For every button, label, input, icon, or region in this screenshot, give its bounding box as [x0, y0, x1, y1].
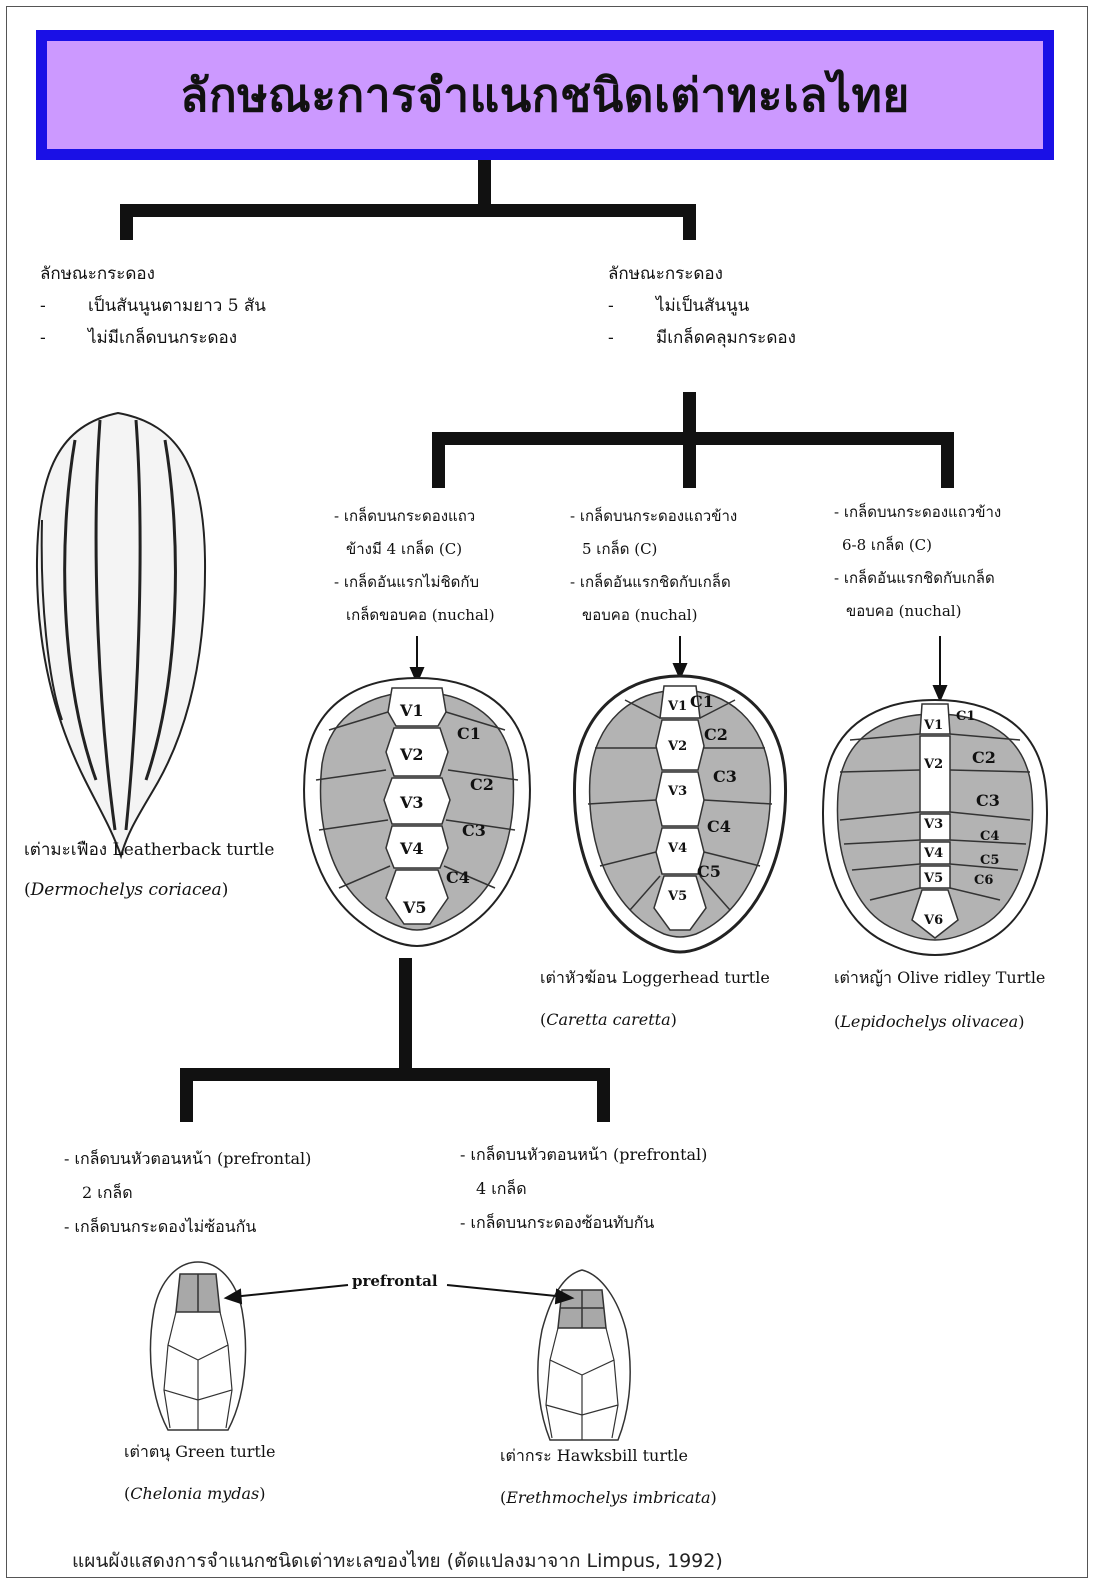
label-b-v4: V4 [667, 841, 687, 856]
label-a-c3: C3 [462, 821, 486, 840]
label-b-v5: V5 [667, 889, 687, 904]
green-turtle-scientific-name: (Chelonia mydas) [124, 1484, 266, 1503]
group-a-criteria: - เกล็ดบนกระดองแถว ข้างมี 4 เกล็ด (C) - … [334, 500, 495, 632]
label-a-c4: C4 [446, 868, 470, 887]
group-b-line-3: - เกล็ดอันแรกชิดกับเกล็ด [570, 566, 737, 599]
label-b-v2: V2 [667, 739, 687, 754]
label-b-c5: C5 [697, 862, 721, 881]
loggerhead-scientific-name: (Caretta caretta) [540, 1010, 677, 1029]
label-c-v1: V1 [923, 718, 943, 733]
left-branch-criteria: ลักษณะกระดอง -เป็นสันนูนตามยาว 5 สัน -ไม… [40, 258, 266, 354]
group-a-line-3: - เกล็ดอันแรกไม่ชิดกับ [334, 566, 495, 599]
label-b-v3: V3 [667, 784, 687, 799]
label-b-c1: C1 [690, 692, 714, 711]
label-a-c1: C1 [457, 724, 481, 743]
connector-a-drop [432, 432, 445, 488]
label-c-v2: V2 [923, 757, 943, 772]
connector-b-drop [683, 432, 696, 488]
label-b-c3: C3 [713, 767, 737, 786]
group-d-criteria: - เกล็ดบนหัวตอนหน้า (prefrontal) 2 เกล็ด… [64, 1142, 311, 1244]
prefrontal-label: prefrontal [352, 1272, 438, 1290]
label-a-v2: V2 [399, 745, 424, 764]
label-a-v1: V1 [399, 701, 424, 720]
right-branch-heading: ลักษณะกระดอง [608, 258, 796, 290]
label-c-v4: V4 [923, 846, 943, 861]
label-c-c1: C1 [956, 709, 975, 724]
label-a-v5: V5 [402, 898, 427, 917]
figure-footer-caption: แผนผังแสดงการจำแนกชนิดเต่าทะเลของไทย (ดั… [72, 1546, 723, 1576]
green-turtle-head-illustration [150, 1262, 245, 1430]
leatherback-caption: เต่ามะเฟือง Leatherback turtle [24, 836, 274, 863]
label-c-v5: V5 [923, 871, 943, 886]
right-branch-point-1: -ไม่เป็นสันนูน [608, 290, 796, 322]
right-branch-point-2: -มีเกล็ดคลุมกระดอง [608, 322, 796, 354]
group-a-line-1: - เกล็ดบนกระดองแถว [334, 500, 495, 533]
left-branch-heading: ลักษณะกระดอง [40, 258, 266, 290]
label-a-c2: C2 [470, 775, 494, 794]
group-c-criteria: - เกล็ดบนกระดองแถวข้าง 6-8 เกล็ด (C) - เ… [834, 496, 1001, 628]
label-c-c5: C5 [980, 853, 999, 868]
group-b-line-2: 5 เกล็ด (C) [570, 533, 737, 566]
label-c-v6: V6 [923, 913, 943, 928]
connector-level1-bar [120, 204, 696, 217]
label-c-c4: C4 [980, 829, 999, 844]
left-branch-point-2: -ไม่มีเกล็ดบนกระดอง [40, 322, 266, 354]
connector-e-drop [597, 1068, 610, 1122]
label-c-c3: C3 [976, 791, 1000, 810]
connector-level3-bar [180, 1068, 610, 1081]
group-c-line-1: - เกล็ดบนกระดองแถวข้าง [834, 496, 1001, 529]
group-c-line-2: 6-8 เกล็ด (C) [834, 529, 1001, 562]
loggerhead-caption: เต่าหัวฆ้อน Loggerhead turtle [540, 966, 770, 991]
leatherback-scientific-name: (Dermochelys coriacea) [24, 880, 228, 900]
group-b-criteria: - เกล็ดบนกระดองแถวข้าง 5 เกล็ด (C) - เกล… [570, 500, 737, 632]
group-a-line-4: เกล็ดขอบคอ (nuchal) [334, 599, 495, 632]
leatherback-shell-illustration [37, 413, 205, 856]
group-d-line-3: - เกล็ดบนกระดองไม่ซ้อนกัน [64, 1210, 311, 1244]
label-b-c2: C2 [704, 725, 728, 744]
group-a-line-2: ข้างมี 4 เกล็ด (C) [334, 533, 495, 566]
connector-a-stem [399, 958, 412, 1078]
group-e-criteria: - เกล็ดบนหัวตอนหน้า (prefrontal) 4 เกล็ด… [460, 1138, 707, 1240]
label-b-c4: C4 [707, 817, 731, 836]
label-a-v4: V4 [399, 839, 424, 858]
group-d-line-2: 2 เกล็ด [64, 1176, 311, 1210]
olive-ridley-caption: เต่าหญ้า Olive ridley Turtle [834, 966, 1045, 991]
label-c-v3: V3 [923, 817, 943, 832]
hawksbill-scientific-name: (Erethmochelys imbricata) [500, 1488, 717, 1507]
group-c-line-4: ขอบคอ (nuchal) [834, 595, 1001, 628]
group-e-line-1: - เกล็ดบนหัวตอนหน้า (prefrontal) [460, 1138, 707, 1172]
connector-c-drop [941, 432, 954, 488]
connector-left-drop [120, 204, 133, 240]
connector-d-drop [180, 1068, 193, 1122]
label-b-v1: V1 [667, 699, 687, 714]
group-e-line-3: - เกล็ดบนกระดองซ้อนทับกัน [460, 1206, 707, 1240]
connector-right-drop [683, 204, 696, 240]
shell-b-illustration [574, 676, 785, 952]
label-c-c2: C2 [972, 748, 996, 767]
group-e-line-2: 4 เกล็ด [460, 1172, 707, 1206]
label-a-v3: V3 [399, 793, 424, 812]
green-turtle-caption: เต่าตนุ Green turtle [124, 1440, 275, 1465]
group-b-line-1: - เกล็ดบนกระดองแถวข้าง [570, 500, 737, 533]
hawksbill-caption: เต่ากระ Hawksbill turtle [500, 1444, 688, 1469]
group-d-line-1: - เกล็ดบนหัวตอนหน้า (prefrontal) [64, 1142, 311, 1176]
olive-ridley-scientific-name: (Lepidochelys olivacea) [834, 1012, 1024, 1031]
group-c-line-3: - เกล็ดอันแรกชิดกับเกล็ด [834, 562, 1001, 595]
group-b-line-4: ขอบคอ (nuchal) [570, 599, 737, 632]
left-branch-point-1: -เป็นสันนูนตามยาว 5 สัน [40, 290, 266, 322]
right-branch-criteria: ลักษณะกระดอง -ไม่เป็นสันนูน -มีเกล็ดคลุม… [608, 258, 796, 354]
label-c-c6: C6 [974, 873, 993, 888]
